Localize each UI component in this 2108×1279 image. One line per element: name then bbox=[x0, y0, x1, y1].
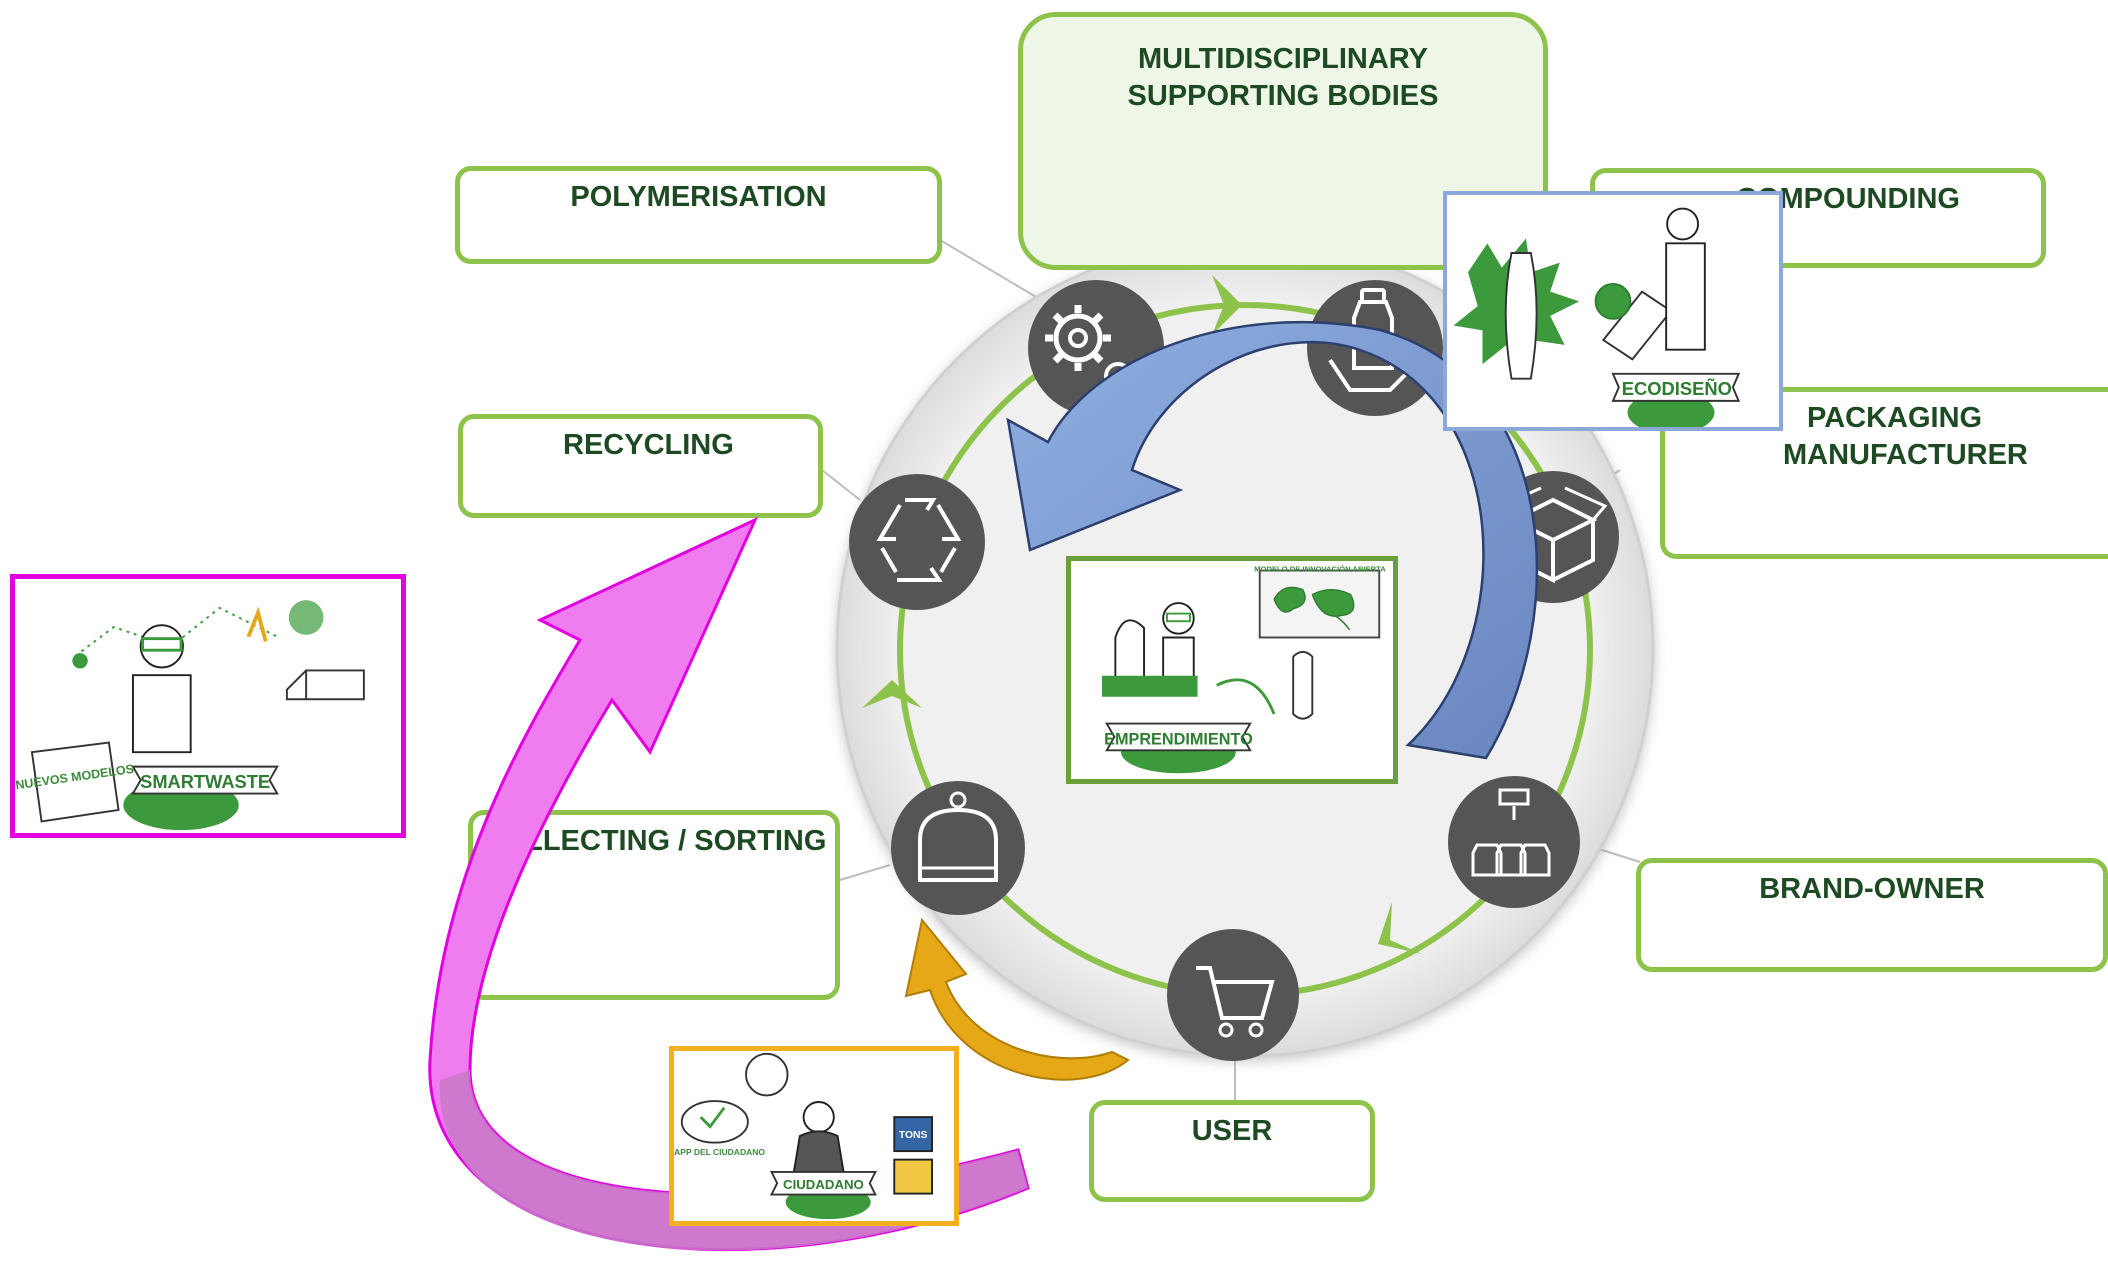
gear-icon bbox=[1028, 280, 1164, 416]
node-recycling: RECYCLING bbox=[458, 414, 823, 518]
smartwaste-banner-text: SMARTWASTE bbox=[140, 771, 270, 792]
ciudadano-illustration: TONS CIUDADANO APP DEL CIUDADANO bbox=[669, 1046, 959, 1226]
ciudadano-bin-label: TONS bbox=[899, 1130, 928, 1141]
supporting-bodies-line2: SUPPORTING BODIES bbox=[1127, 80, 1439, 112]
node-brand-owner: BRAND-OWNER bbox=[1636, 858, 2108, 972]
center-illustration: EMPRENDIMIENTO MODELO DE INNOVACIÓN ABIE… bbox=[1066, 556, 1398, 784]
node-user: USER bbox=[1089, 1100, 1375, 1202]
packaging-line1: PACKAGING bbox=[1807, 402, 1983, 434]
cart-icon bbox=[1167, 929, 1299, 1061]
user-label: USER bbox=[1191, 1115, 1273, 1147]
supporting-bodies-line1: MULTIDISCIPLINARY bbox=[1138, 43, 1428, 75]
box-icon bbox=[1487, 471, 1619, 603]
bottle-icon bbox=[1307, 280, 1443, 416]
ecodiseno-illustration: ECODISEÑO bbox=[1443, 191, 1783, 431]
node-polymerisation: POLYMERISATION bbox=[455, 166, 942, 264]
center-map-title: MODELO DE INNOVACIÓN ABIERTA bbox=[1254, 565, 1386, 574]
smartwaste-illustration: NUEVOS MODELOS SMARTWASTE bbox=[10, 574, 406, 838]
brand-owner-label: BRAND-OWNER bbox=[1759, 873, 1985, 905]
recycle-icon bbox=[849, 474, 985, 610]
ciudadano-app-text: APP DEL CIUDADANO bbox=[674, 1147, 765, 1157]
polymerisation-label: POLYMERISATION bbox=[570, 181, 827, 213]
collecting-label: COLLECTING / SORTING bbox=[481, 825, 827, 857]
center-banner-text: EMPRENDIMIENTO bbox=[1104, 731, 1253, 749]
node-collecting-sorting: COLLECTING / SORTING bbox=[468, 810, 840, 1000]
node-supporting-bodies: MULTIDISCIPLINARY SUPPORTING BODIES bbox=[1018, 12, 1548, 270]
dropper-bottles-icon bbox=[1448, 776, 1580, 908]
bin-icon bbox=[891, 781, 1025, 915]
recycling-label: RECYCLING bbox=[563, 429, 734, 461]
ciudadano-banner-text: CIUDADANO bbox=[783, 1177, 864, 1192]
ecodiseno-banner-text: ECODISEÑO bbox=[1622, 378, 1732, 399]
packaging-line2: MANUFACTURER bbox=[1783, 439, 2028, 471]
